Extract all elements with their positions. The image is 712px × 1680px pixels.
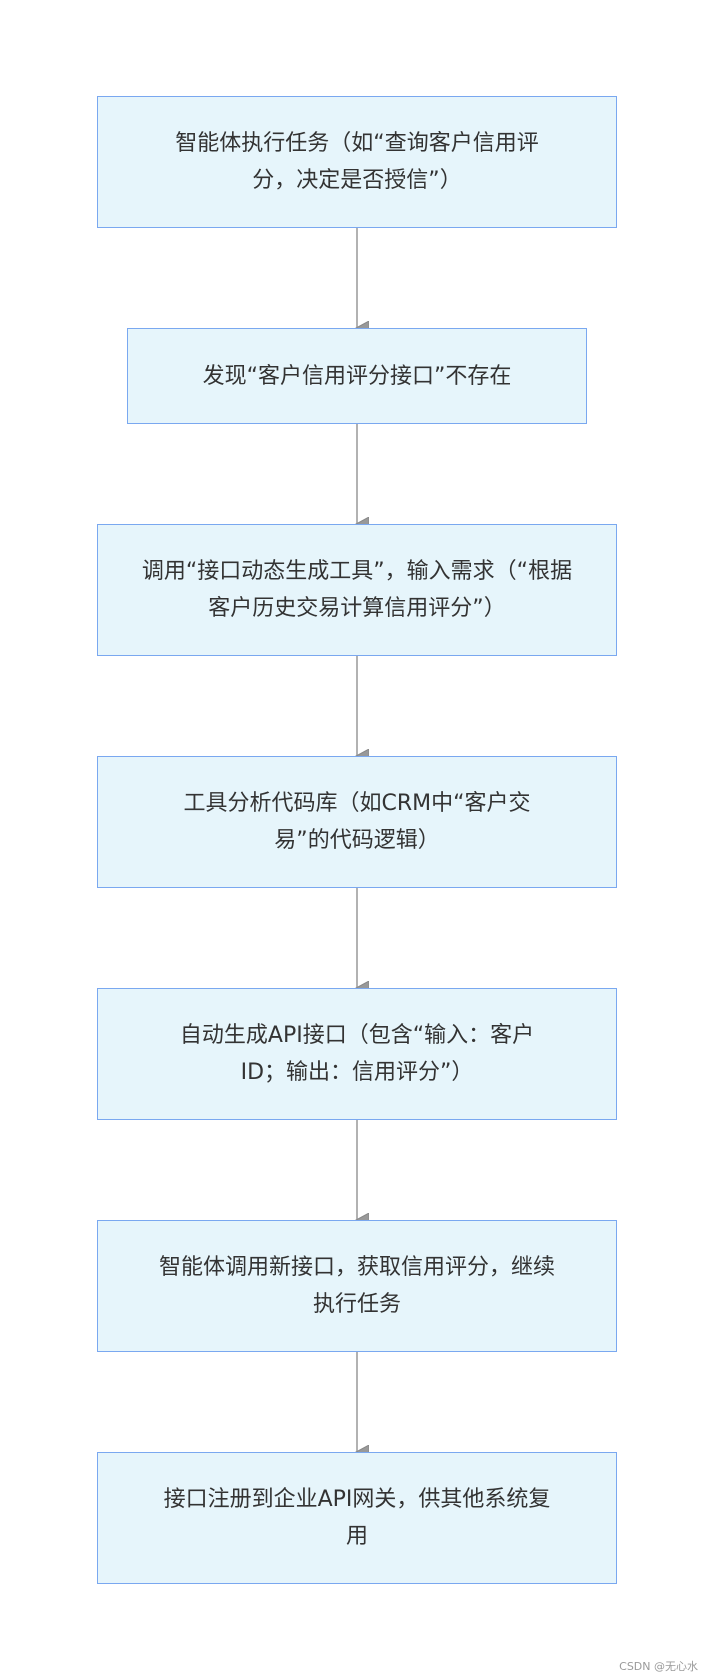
flow-node-analyze-codebase: 工具分析代码库（如CRM中“客户交易”的代码逻辑）: [97, 756, 617, 888]
flow-node-generate-api: 自动生成API接口（包含“输入：客户ID；输出：信用评分”）: [97, 988, 617, 1120]
flow-node-interface-missing: 发现“客户信用评分接口”不存在: [127, 328, 587, 424]
flow-node-label: 智能体调用新接口，获取信用评分，继续执行任务: [158, 1255, 555, 1317]
watermark: CSDN @无心水: [619, 1660, 698, 1673]
flow-node-register-gateway: 接口注册到企业API网关，供其他系统复用: [97, 1452, 617, 1584]
flow-node-agent-task: 智能体执行任务（如“查询客户信用评分，决定是否授信”）: [97, 96, 617, 228]
flow-node-label: 调用“接口动态生成工具”，输入需求（“根据客户历史交易计算信用评分”）: [141, 559, 573, 621]
flow-node-label: 接口注册到企业API网关，供其他系统复用: [163, 1487, 551, 1549]
flow-node-label: 智能体执行任务（如“查询客户信用评分，决定是否授信”）: [175, 131, 539, 193]
flow-node-agent-call-new-api: 智能体调用新接口，获取信用评分，继续执行任务: [97, 1220, 617, 1352]
flow-node-call-generator-tool: 调用“接口动态生成工具”，输入需求（“根据客户历史交易计算信用评分”）: [97, 524, 617, 656]
flow-node-label: 工具分析代码库（如CRM中“客户交易”的代码逻辑）: [183, 791, 531, 853]
flow-node-label: 自动生成API接口（包含“输入：客户ID；输出：信用评分”）: [179, 1023, 535, 1085]
flow-node-label: 发现“客户信用评分接口”不存在: [202, 363, 512, 389]
